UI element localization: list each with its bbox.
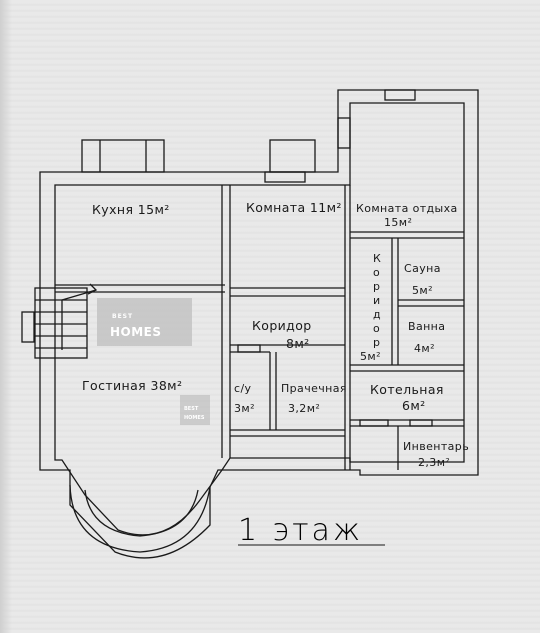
watermark-plate xyxy=(97,298,192,346)
door-wc xyxy=(237,344,261,353)
label-boiler: Котельная xyxy=(370,382,444,397)
door-boiler xyxy=(359,419,389,427)
label-hall: Коридор xyxy=(252,318,312,333)
label-living: Гостиная 38м² xyxy=(82,378,182,393)
label-inventory: Инвентарь xyxy=(403,440,469,453)
room-labels: Кухня 15м² Комната 11м² Комната отдыха 1… xyxy=(82,200,469,469)
floor-title: 1 этаж xyxy=(238,513,363,548)
label-rest-room-area: 15м² xyxy=(384,216,412,229)
stair-arrow xyxy=(61,289,97,350)
window-living-top xyxy=(269,139,316,173)
window-rest-side xyxy=(337,117,351,149)
label-bath: Ванна xyxy=(408,320,445,333)
label-corridor-v-4: и xyxy=(373,294,381,307)
window-stair xyxy=(21,311,35,343)
label-kitchen: Кухня 15м² xyxy=(92,202,170,217)
window-room xyxy=(264,171,306,183)
label-hall-area: 8м² xyxy=(286,336,310,351)
label-sauna: Сауна xyxy=(404,262,441,275)
label-room: Комната 11м² xyxy=(246,200,342,215)
window-rest xyxy=(384,89,416,101)
watermark-small-plate xyxy=(180,395,210,425)
watermark-line2: HOMES xyxy=(110,325,162,339)
label-wc: с/у xyxy=(234,382,252,395)
label-wc-area: 3м² xyxy=(234,402,255,415)
scan-edge-shadow xyxy=(0,0,12,633)
outer-wall-outer xyxy=(39,89,479,559)
door-inventory xyxy=(409,419,433,427)
bay-window xyxy=(69,484,211,553)
label-boiler-area: 6м² xyxy=(402,398,426,413)
walls xyxy=(21,89,479,559)
watermark-small-line2: HOMES xyxy=(184,415,205,421)
watermark-small-line1: BEST xyxy=(184,406,199,412)
watermark: BEST HOMES BEST HOMES xyxy=(97,298,210,425)
label-bath-area: 4м² xyxy=(414,342,435,355)
stair-arrow-head xyxy=(87,283,98,295)
label-sauna-area: 5м² xyxy=(412,284,433,297)
label-corridor-v-2: о xyxy=(373,266,380,279)
label-corridor-v-5: д xyxy=(373,308,381,321)
label-corridor-v-1: К xyxy=(373,252,381,265)
label-corridor-v-3: р xyxy=(373,280,380,293)
staircase xyxy=(34,287,88,359)
label-corridor-v-7: р xyxy=(373,336,380,349)
label-inventory-area: 2,3м² xyxy=(418,456,450,469)
label-corridor-v-6: о xyxy=(373,322,380,335)
label-laundry-area: 3,2м² xyxy=(288,402,320,415)
bay-window-inner xyxy=(84,489,199,537)
watermark-line1: BEST xyxy=(112,313,133,320)
window-kitchen xyxy=(81,139,165,173)
label-rest-room: Комната отдыха xyxy=(356,202,458,215)
label-corridor-v-area: 5м² xyxy=(360,350,381,363)
label-laundry: Прачечная xyxy=(281,382,347,395)
